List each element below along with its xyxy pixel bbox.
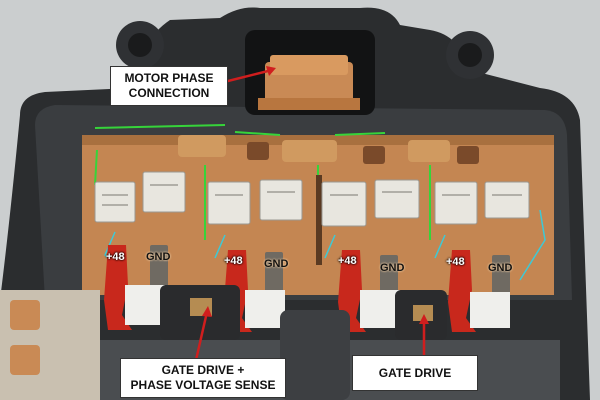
pin-label-plus48: +48 — [446, 256, 465, 268]
callout-line: GATE DRIVE — [378, 366, 452, 380]
pin-label-gnd: GND — [488, 262, 513, 274]
callout-line: MOTOR PHASE — [124, 71, 214, 85]
pin-label-plus48: +48 — [224, 255, 243, 267]
arrow-gate-drive-phase — [194, 311, 209, 361]
pin-label-plus48: +48 — [106, 251, 125, 263]
pin-label-plus48: +48 — [338, 255, 357, 267]
callout-gate-drive-phase-sense: GATE DRIVE + PHASE VOLTAGE SENSE — [120, 358, 286, 398]
callout-line: CONNECTION — [128, 86, 210, 100]
callout-gate-drive: GATE DRIVE — [352, 355, 478, 391]
pin-label-gnd: GND — [264, 258, 289, 270]
callout-line: PHASE VOLTAGE SENSE — [130, 378, 276, 392]
pin-label-gnd: GND — [146, 251, 171, 263]
callout-motor-phase-connection: MOTOR PHASE CONNECTION — [110, 66, 228, 106]
callout-line: GATE DRIVE + — [161, 363, 245, 377]
pin-label-gnd: GND — [380, 262, 405, 274]
